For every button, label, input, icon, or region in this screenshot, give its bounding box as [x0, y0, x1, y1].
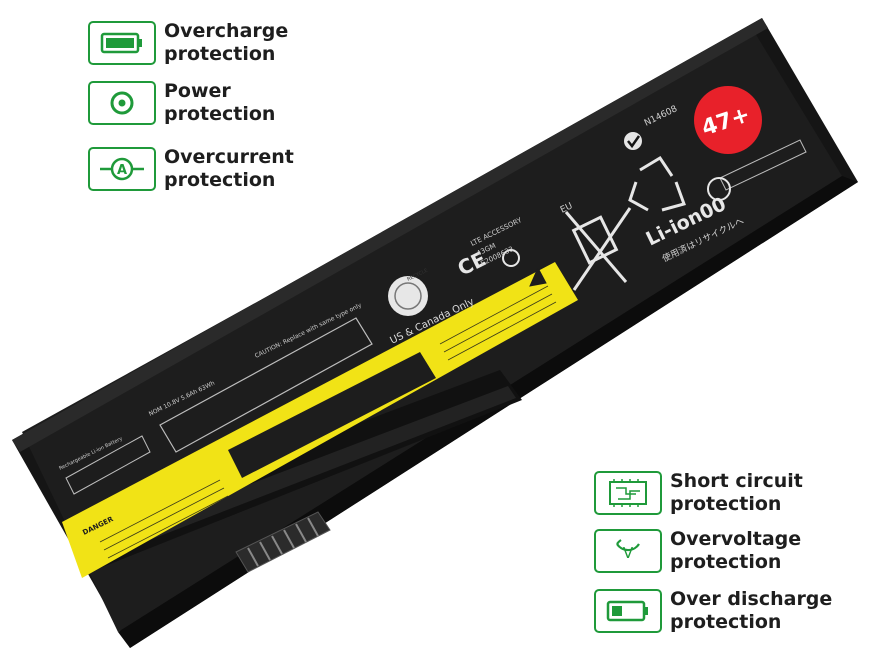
- label-outline-box: [159, 317, 373, 453]
- feature-short-circuit: Short circuit protection: [594, 470, 803, 516]
- svg-text:A: A: [117, 163, 127, 178]
- ammeter-icon: A: [88, 147, 156, 191]
- battery-full-icon: [88, 21, 156, 65]
- feature-power: Power protection: [88, 80, 275, 126]
- feature-overvoltage-line1: Overvoltage: [670, 528, 802, 550]
- power-dot-icon: [88, 81, 156, 125]
- label-outline-box-3: [719, 139, 807, 191]
- feature-short-circuit-line2: protection: [670, 493, 782, 515]
- label-black-block: [228, 352, 436, 478]
- feature-overcurrent: A Overcurrent protection: [88, 146, 294, 192]
- feature-overvoltage-line2: protection: [670, 551, 782, 573]
- feature-power-line1: Power: [164, 80, 231, 102]
- battery-edge-highlight: [12, 18, 768, 452]
- feature-over-discharge: Over discharge protection: [594, 588, 832, 634]
- voltage-icon: V: [594, 529, 662, 573]
- recycle-arrows-icon: [628, 155, 686, 212]
- kc-mark-icon: [707, 177, 731, 201]
- recycle-seal: [388, 276, 428, 316]
- feature-short-circuit-line1: Short circuit: [670, 470, 803, 492]
- check-circle-icon: [624, 132, 642, 150]
- feature-overcharge-line1: Overcharge: [164, 20, 289, 42]
- feature-overcurrent-line2: protection: [164, 169, 276, 191]
- feature-over-discharge-line1: Over discharge: [670, 588, 833, 610]
- battery-connector: [235, 511, 331, 573]
- warning-triangle-icon: [529, 266, 547, 287]
- capacity-badge: [694, 86, 762, 154]
- eu-text: EU: [559, 201, 574, 215]
- battery-ridge-face: [90, 386, 516, 560]
- recycle-5-mark: [502, 249, 520, 267]
- feature-power-line2: protection: [164, 103, 276, 125]
- feature-overcurrent-line1: Overcurrent: [164, 146, 294, 168]
- feature-overcharge: Overcharge protection: [88, 20, 288, 66]
- crossed-bin-icon: [564, 207, 632, 291]
- feature-overcharge-line2: protection: [164, 43, 276, 65]
- label-outline-box-2: [65, 435, 151, 495]
- feature-over-discharge-line2: protection: [670, 611, 782, 633]
- yellow-fine-print: [99, 285, 557, 559]
- feature-overvoltage: V Overvoltage protection: [594, 528, 801, 574]
- svg-text:V: V: [623, 544, 634, 562]
- circuit-board-icon: [594, 471, 662, 515]
- battery-low-icon: [594, 589, 662, 633]
